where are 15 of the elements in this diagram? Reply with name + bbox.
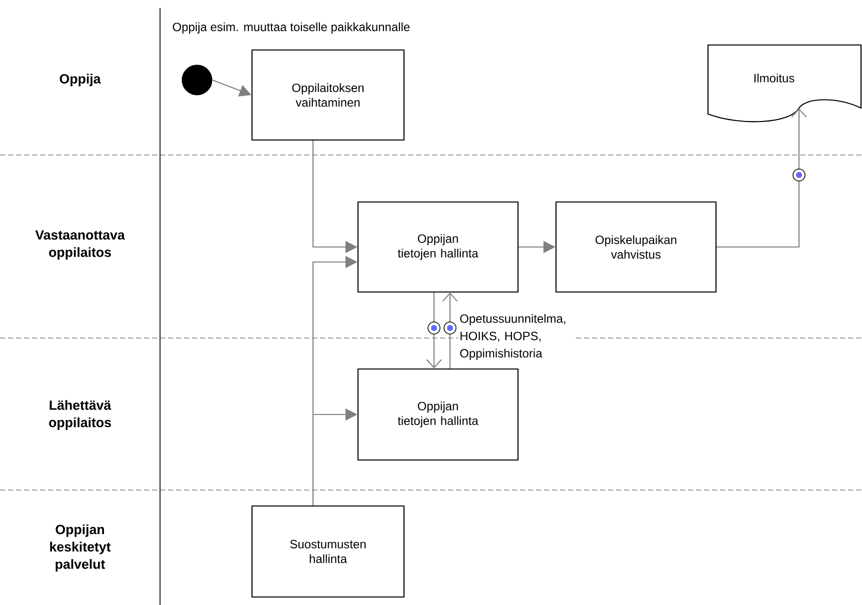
arrow: [442, 292, 458, 368]
start-circle: [182, 64, 212, 96]
arrow: [716, 108, 807, 248]
process-box: Oppijan tietojen hallinta: [357, 368, 519, 461]
process-box: Opiskelupaikan vahvistus: [555, 201, 717, 293]
process-box: Suostumusten hallinta: [251, 505, 405, 598]
process-box: Oppilaitoksen vaihtaminen: [251, 49, 405, 141]
lane-label: Oppija: [60, 74, 101, 86]
edge-label: Opetussuunnitelma, HOIKS, HOPS, Oppimishistoria: [460, 314, 566, 360]
arrow: [426, 292, 442, 368]
process-box: Oppijan tietojen hallinta: [357, 201, 519, 293]
lane-label: Lähettävä oppilaitos: [49, 400, 112, 430]
note-text: Oppija esim. muuttaa toiselle paikkakunnalle: [172, 22, 410, 34]
lane-label: Vastaanottava oppilaitos: [35, 230, 125, 260]
lane-label: Oppijan keskitetyt palvelut: [50, 524, 111, 572]
